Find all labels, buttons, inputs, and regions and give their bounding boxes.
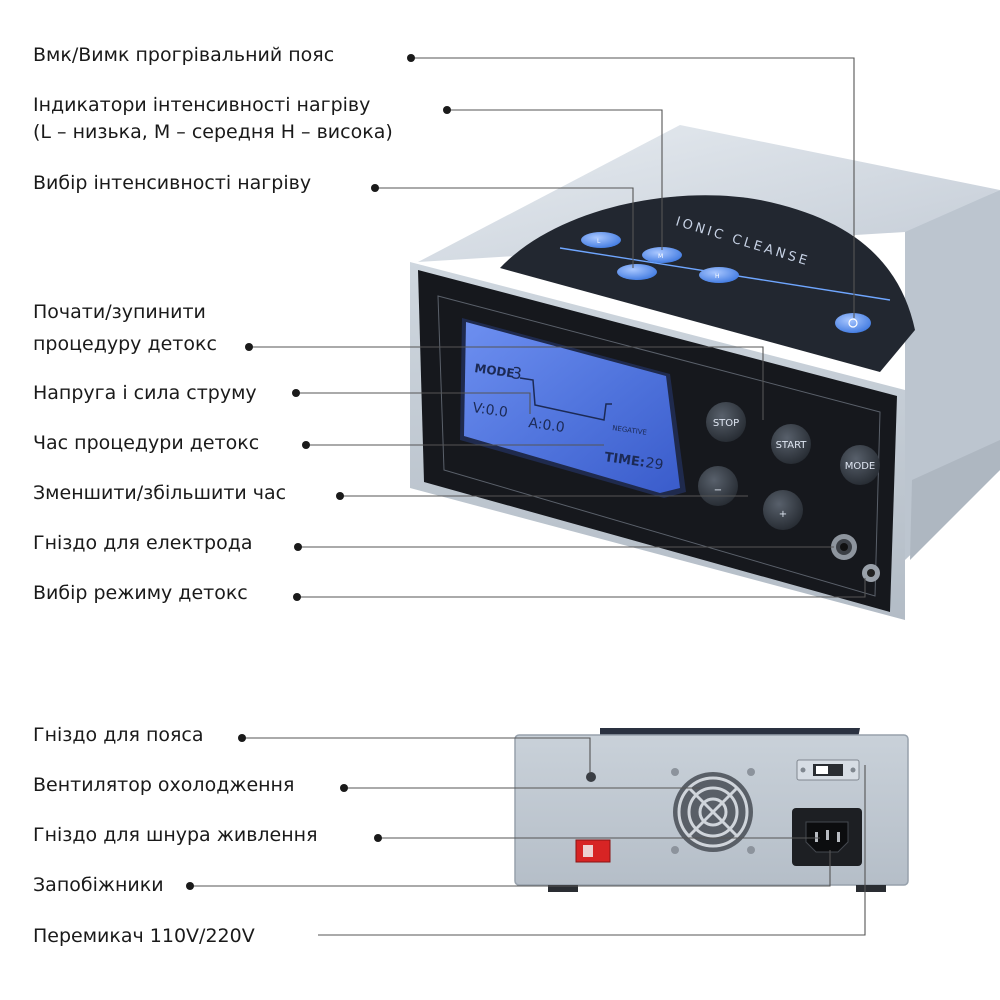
dot <box>407 54 415 62</box>
fuse-holder[interactable] <box>575 839 611 863</box>
lcd-screen <box>464 322 680 493</box>
callout-labels: Вмк/Вимк прогрівальний пояс Індикатори і… <box>33 44 393 947</box>
heat-h-label: H <box>715 273 720 280</box>
heat-indicator-m: M <box>642 247 682 263</box>
lcd-voltage: V:0.0 <box>471 400 508 421</box>
heat-select-button[interactable] <box>617 264 657 280</box>
label-heat-select: Вибір інтенсивності нагріву <box>33 172 311 194</box>
mode-button[interactable]: MODE <box>840 445 880 485</box>
leader-dots <box>186 54 451 890</box>
mode-label: MODE <box>845 461 876 472</box>
heat-indicator-h: H <box>699 267 739 283</box>
stop-label: STOP <box>713 418 739 429</box>
heat-l-label: L <box>597 238 601 245</box>
dot <box>238 734 246 742</box>
label-heating-belt-toggle: Вмк/Вимк прогрівальний пояс <box>33 44 334 66</box>
plus-label: + <box>779 509 787 520</box>
leader-lines <box>190 57 866 936</box>
label-electrode-socket: Гніздо для електрода <box>33 532 252 554</box>
label-cooling-fan: Вентилятор охолодження <box>33 774 294 796</box>
dot <box>186 882 194 890</box>
belt-socket[interactable] <box>586 772 596 782</box>
mode-jack[interactable] <box>862 564 880 582</box>
label-start-stop-2: процедуру детокс <box>33 333 217 355</box>
label-time-adjust: Зменшити/збільшити час <box>33 482 286 504</box>
start-label: START <box>776 440 808 451</box>
rear-device <box>514 728 909 892</box>
label-heat-indicators-2: (L – низька, M – середня H – висока) <box>33 121 393 143</box>
label-belt-socket: Гніздо для пояса <box>33 724 204 746</box>
dot <box>374 834 382 842</box>
heat-m-label: M <box>658 253 663 260</box>
power-icon <box>848 318 858 328</box>
dot <box>371 184 379 192</box>
lcd-time-value: 29 <box>644 455 664 473</box>
minus-label: − <box>714 485 722 496</box>
power-socket[interactable] <box>792 808 862 866</box>
start-button[interactable]: START <box>771 424 811 464</box>
minus-button[interactable]: − <box>698 466 738 506</box>
front-device: IONIC CLEANSE L M H MODE 3 V:0 <box>410 125 1000 620</box>
label-power-socket: Гніздо для шнура живлення <box>33 824 318 846</box>
plus-button[interactable]: + <box>763 490 803 530</box>
cooling-fan <box>671 768 755 854</box>
heat-indicator-l: L <box>581 232 621 248</box>
lcd-current: A:0.0 <box>527 415 565 436</box>
lcd-mode-label: MODE <box>474 361 516 380</box>
label-mode-select: Вибір режиму детокс <box>33 582 248 604</box>
dot <box>443 106 451 114</box>
lcd-time-label: TIME: <box>603 450 645 471</box>
voltage-switch[interactable] <box>796 759 860 781</box>
electrode-socket[interactable] <box>831 534 857 560</box>
label-procedure-time: Час процедури детокс <box>33 432 259 454</box>
heating-belt-power-button[interactable] <box>835 313 871 333</box>
stop-button[interactable]: STOP <box>706 402 746 442</box>
dot <box>336 492 344 500</box>
label-fuses: Запобіжники <box>33 874 164 896</box>
dot <box>293 593 301 601</box>
label-heat-indicators-1: Індикатори інтенсивності нагріву <box>33 94 370 116</box>
dot <box>340 784 348 792</box>
label-voltage-current: Напруга і сила струму <box>33 382 257 404</box>
dot <box>292 389 300 397</box>
label-start-stop-1: Почати/зупинити <box>33 301 206 323</box>
dot <box>245 343 253 351</box>
dot <box>294 543 302 551</box>
label-voltage-switch: Перемикач 110V/220V <box>33 925 255 947</box>
dot <box>302 441 310 449</box>
